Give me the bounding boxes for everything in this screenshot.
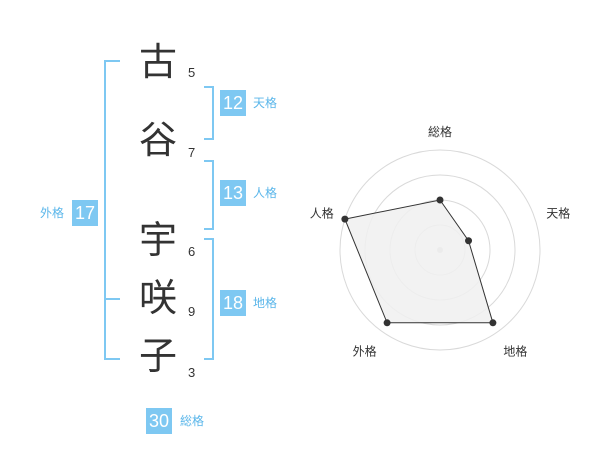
name-char-2: 谷 — [138, 118, 177, 162]
radar-point-4 — [383, 319, 391, 327]
name-char-4: 咲 — [138, 276, 177, 320]
chikaku-label: 地格 — [253, 296, 278, 310]
stroke-count-2: 7 — [188, 145, 196, 160]
stroke-count-4: 9 — [188, 304, 196, 319]
radar-point-1 — [436, 196, 444, 204]
radar-axis-label-1: 総格 — [428, 124, 452, 139]
radar-point-2 — [465, 237, 473, 245]
gaikaku-label: 外格 — [40, 206, 65, 220]
gaikaku-value-badge: 17 — [72, 200, 99, 226]
tenkaku-label: 天格 — [253, 96, 278, 110]
soukaku-value-badge: 30 — [146, 408, 173, 434]
radar-point-3 — [489, 319, 497, 327]
soukaku-label: 総格 — [180, 414, 205, 428]
radar-grid-ring — [339, 149, 541, 351]
stroke-count-5: 3 — [188, 365, 196, 380]
stroke-count-1: 5 — [188, 65, 196, 80]
jinkaku-value-badge: 13 — [220, 180, 247, 206]
name-char-1: 古 — [138, 40, 177, 84]
radar-axis-label-4: 外格 — [353, 343, 377, 358]
name-char-3: 宇 — [138, 218, 177, 262]
radar-data-polygon — [344, 199, 494, 324]
radar-axis-label-5: 人格 — [310, 206, 334, 221]
chikaku-value-badge: 18 — [220, 290, 247, 316]
radar-axis-label-3: 地格 — [503, 343, 527, 358]
radar-point-5 — [341, 215, 349, 223]
jinkaku-label: 人格 — [253, 186, 278, 200]
stroke-count-3: 6 — [188, 244, 196, 259]
name-char-5: 子 — [138, 334, 177, 378]
tenkaku-value-badge: 12 — [220, 90, 247, 116]
radar-axis-label-2: 天格 — [546, 206, 570, 221]
